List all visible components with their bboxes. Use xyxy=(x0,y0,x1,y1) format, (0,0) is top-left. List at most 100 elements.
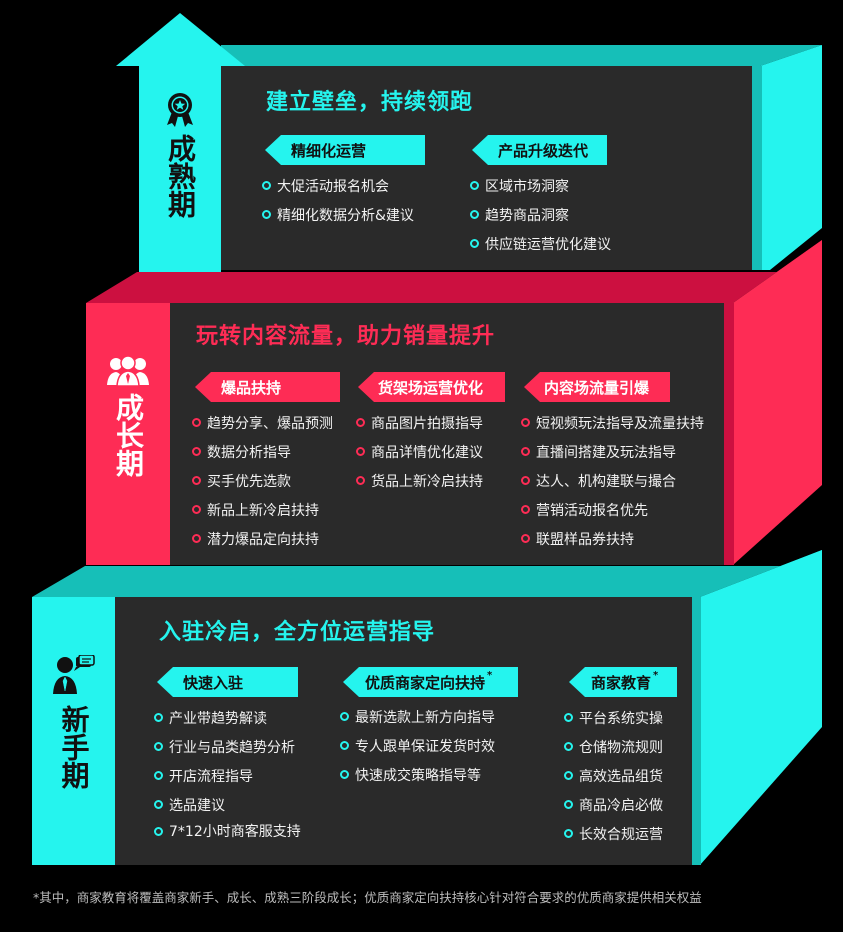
list-item: 潜力爆品定向扶持 xyxy=(192,524,333,553)
mature-list-2: 区域市场洞察 趋势商品洞察 供应链运营优化建议 xyxy=(470,171,611,258)
list-item: 精细化数据分析&建议 xyxy=(262,200,414,229)
bullet-icon xyxy=(192,418,201,427)
list-item: 最新选款上新方向指导 xyxy=(340,702,495,731)
list-item: 专人跟单保证发货时效 xyxy=(340,731,495,760)
tag-merchant-education: 商家教育* xyxy=(569,667,677,697)
bullet-icon xyxy=(356,447,365,456)
bullet-icon xyxy=(521,418,530,427)
mature-top-face xyxy=(221,45,822,66)
bullet-icon xyxy=(154,742,163,751)
bullet-icon xyxy=(564,742,573,751)
tag-label: 精细化运营 xyxy=(291,141,367,160)
list-item: 行业与品类趋势分析 xyxy=(154,732,301,761)
list-item: 直播间搭建及玩法指导 xyxy=(521,437,704,466)
mature-panel xyxy=(221,66,752,270)
tag-quick-onboarding: 快速入驻 xyxy=(157,667,298,697)
bullet-icon xyxy=(564,713,573,722)
bullet-icon xyxy=(192,505,201,514)
bullet-icon xyxy=(340,741,349,750)
tag-quality-merchant-support: 优质商家定向扶持* xyxy=(343,667,518,697)
bullet-icon xyxy=(192,476,201,485)
tag-content-traffic: 内容场流量引爆 xyxy=(524,372,670,402)
up-arrow-head xyxy=(116,13,245,66)
business-person-chat-icon xyxy=(52,655,95,694)
list-item: 大促活动报名机会 xyxy=(262,171,414,200)
bullet-icon xyxy=(356,418,365,427)
team-people-icon xyxy=(107,355,149,387)
tag-label: 内容场流量引爆 xyxy=(544,378,650,397)
newbie-stage-label: 新手期 xyxy=(32,655,115,789)
newbie-right-edge xyxy=(692,597,701,865)
list-item: 新品上新冷启扶持 xyxy=(192,495,333,524)
bullet-icon xyxy=(154,826,163,836)
tag-label: 爆品扶持 xyxy=(221,378,282,397)
bullet-icon xyxy=(470,210,479,219)
list-item: 供应链运营优化建议 xyxy=(470,229,611,258)
list-item: 商品详情优化建议 xyxy=(356,437,483,466)
bullet-icon xyxy=(564,829,573,838)
bullet-icon xyxy=(564,800,573,809)
bullet-icon xyxy=(521,534,530,543)
list-item: 产业带趋势解读 xyxy=(154,703,301,732)
list-item: 选品建议 xyxy=(154,790,301,819)
bullet-icon xyxy=(521,476,530,485)
newbie-title: 入驻冷启，全方位运营指导 xyxy=(159,620,436,645)
growth-list-2: 商品图片拍摄指导 商品详情优化建议 货品上新冷启扶持 xyxy=(356,408,483,495)
list-item: 7*12小时商客服支持 xyxy=(154,819,301,843)
growth-title: 玩转内容流量，助力销量提升 xyxy=(196,324,496,349)
mature-stage-label: 成熟期 xyxy=(139,92,221,218)
list-item: 达人、机构建联与撮合 xyxy=(521,466,704,495)
growth-right-face xyxy=(733,240,822,565)
stage-label-text: 新手期 xyxy=(57,705,91,789)
newbie-top-face xyxy=(32,550,822,597)
newbie-panel xyxy=(115,597,692,865)
tag-shelf-optimization: 货架场运营优化 xyxy=(358,372,505,402)
list-item: 货品上新冷启扶持 xyxy=(356,466,483,495)
list-item: 区域市场洞察 xyxy=(470,171,611,200)
stage-label-text: 成长期 xyxy=(112,393,145,477)
growth-list-3: 短视频玩法指导及流量扶持 直播间搭建及玩法指导 达人、机构建联与撮合 营销活动报… xyxy=(521,408,704,553)
tag-label: 产品升级迭代 xyxy=(498,141,589,160)
bullet-icon xyxy=(192,534,201,543)
list-item: 高效选品组货 xyxy=(564,761,663,790)
list-item: 长效合规运营 xyxy=(564,819,663,848)
tag-refined-operations: 精细化运营 xyxy=(265,135,425,165)
tag-label: 货架场运营优化 xyxy=(378,378,484,397)
newbie-list-2: 最新选款上新方向指导 专人跟单保证发货时效 快速成交策略指导等 xyxy=(340,702,495,789)
growth-label-column xyxy=(86,303,170,565)
newbie-list-3: 平台系统实操 仓储物流规则 高效选品组货 商品冷启必做 长效合规运营 xyxy=(564,703,663,848)
tag-label: 快速入驻 xyxy=(183,673,244,692)
growth-panel xyxy=(170,303,724,565)
growth-right-edge xyxy=(724,303,734,565)
newbie-label-column xyxy=(32,597,115,865)
list-item: 买手优先选款 xyxy=(192,466,333,495)
bullet-icon xyxy=(521,505,530,514)
bullet-icon xyxy=(356,476,365,485)
bullet-icon xyxy=(154,713,163,722)
growth-top-face xyxy=(86,240,822,303)
newbie-right-face xyxy=(700,550,822,865)
list-item: 快速成交策略指导等 xyxy=(340,760,495,789)
award-ribbon-icon xyxy=(167,93,193,127)
list-item: 商品图片拍摄指导 xyxy=(356,408,483,437)
tag-product-upgrade: 产品升级迭代 xyxy=(472,135,607,165)
growth-list-1: 趋势分享、爆品预测 数据分析指导 买手优先选款 新品上新冷启扶持 潜力爆品定向扶… xyxy=(192,408,333,553)
list-item: 数据分析指导 xyxy=(192,437,333,466)
tag-label: 商家教育 xyxy=(591,673,652,692)
stage-label-text: 成熟期 xyxy=(164,134,197,218)
list-item: 趋势商品洞察 xyxy=(470,200,611,229)
mature-right-face xyxy=(760,45,822,270)
list-item: 趋势分享、爆品预测 xyxy=(192,408,333,437)
list-item: 商品冷启必做 xyxy=(564,790,663,819)
bullet-icon xyxy=(521,447,530,456)
newbie-list-1: 产业带趋势解读 行业与品类趋势分析 开店流程指导 选品建议 7*12小时商客服支… xyxy=(154,703,301,843)
list-item: 营销活动报名优先 xyxy=(521,495,704,524)
list-item: 联盟样品券扶持 xyxy=(521,524,704,553)
list-item: 开店流程指导 xyxy=(154,761,301,790)
list-item: 短视频玩法指导及流量扶持 xyxy=(521,408,704,437)
bullet-icon xyxy=(192,447,201,456)
bullet-icon xyxy=(470,181,479,190)
mature-title: 建立壁垒，持续领跑 xyxy=(266,90,474,115)
bullet-icon xyxy=(340,712,349,721)
